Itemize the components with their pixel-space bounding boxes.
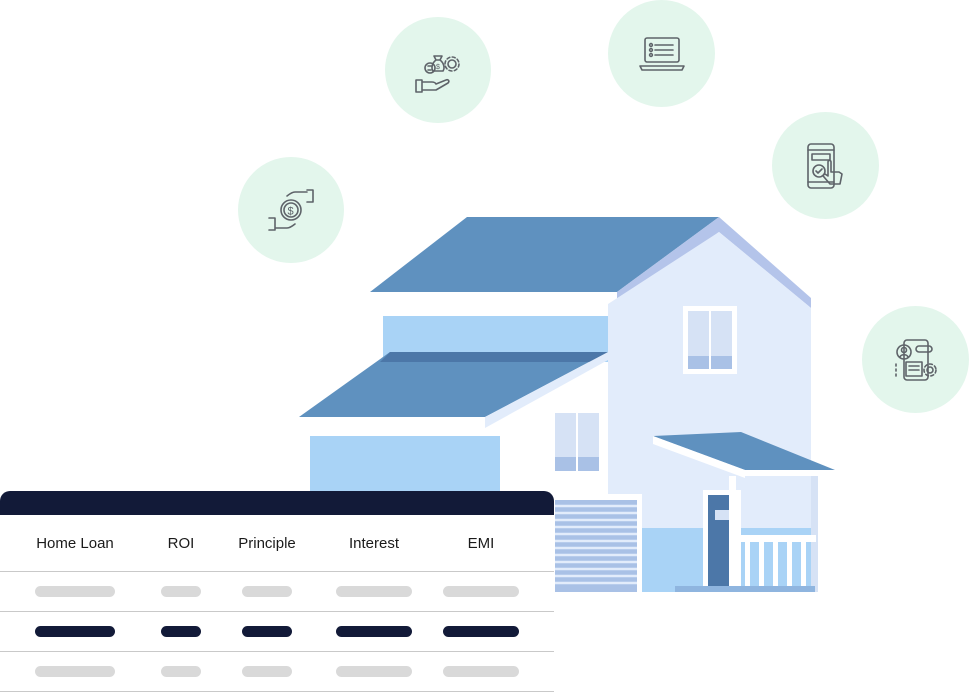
placeholder-bar xyxy=(35,666,115,677)
table-top-bar xyxy=(0,491,554,515)
placeholder-bar xyxy=(242,666,292,677)
placeholder-bar xyxy=(443,626,519,637)
garage-door xyxy=(555,500,637,592)
svg-text:$: $ xyxy=(436,64,440,71)
table-header-row: Home Loan ROI Principle Interest EMI xyxy=(0,515,554,572)
porch-beam xyxy=(745,470,835,476)
placeholder-bar xyxy=(443,666,519,677)
phone-tap-bubble xyxy=(772,112,879,219)
placeholder-bar xyxy=(161,666,201,677)
lower-roof-shadow xyxy=(380,352,608,362)
laptop-bubble xyxy=(608,0,715,107)
lower-roof xyxy=(299,352,608,417)
phone-profile-gear-icon xyxy=(894,338,937,381)
placeholder-bar xyxy=(336,666,412,677)
phone-profile-bubble xyxy=(862,306,969,413)
porch-post-right xyxy=(811,476,818,592)
placeholder-bar xyxy=(161,626,201,637)
ground-left-soffit xyxy=(310,428,500,436)
header-emi: EMI xyxy=(467,534,495,552)
header-principle: Principle xyxy=(238,534,296,552)
table-row xyxy=(0,652,554,692)
placeholder-bar xyxy=(35,626,115,637)
placeholder-bar xyxy=(336,586,412,597)
header-roi: ROI xyxy=(167,534,195,552)
header-home-loan: Home Loan xyxy=(36,534,114,552)
porch-rail-top xyxy=(736,535,816,542)
table-row xyxy=(0,612,554,652)
hands-dollar-bubble: $ xyxy=(238,157,344,263)
placeholder-bar xyxy=(161,586,201,597)
header-interest: Interest xyxy=(348,534,400,552)
placeholder-bar xyxy=(35,586,115,597)
placeholder-bar xyxy=(336,626,412,637)
placeholder-bar xyxy=(242,626,292,637)
porch-roof-edge xyxy=(653,436,745,478)
money-bag-gear-hand-icon: $ xyxy=(415,55,460,93)
ground-step xyxy=(675,586,815,592)
svg-text:$: $ xyxy=(288,206,294,218)
right-main-wall xyxy=(608,232,811,592)
porch-roof xyxy=(653,432,835,470)
porch-post-left xyxy=(729,476,736,592)
porch-balusters xyxy=(745,542,806,592)
upper-roof xyxy=(370,217,719,292)
right-gable-roof-edge xyxy=(617,217,811,308)
laptop-list-icon xyxy=(638,36,685,71)
upper-soffit xyxy=(383,308,608,316)
placeholder-bar xyxy=(242,586,292,597)
table-row xyxy=(0,572,554,612)
money-bag-bubble: $ xyxy=(385,17,491,123)
loan-table: Home Loan ROI Principle Interest EMI xyxy=(0,491,554,698)
hands-dollar-coin-icon: $ xyxy=(268,189,314,231)
phone-tap-check-icon xyxy=(806,142,843,189)
placeholder-bar xyxy=(443,586,519,597)
lower-roof-edge xyxy=(485,352,608,428)
